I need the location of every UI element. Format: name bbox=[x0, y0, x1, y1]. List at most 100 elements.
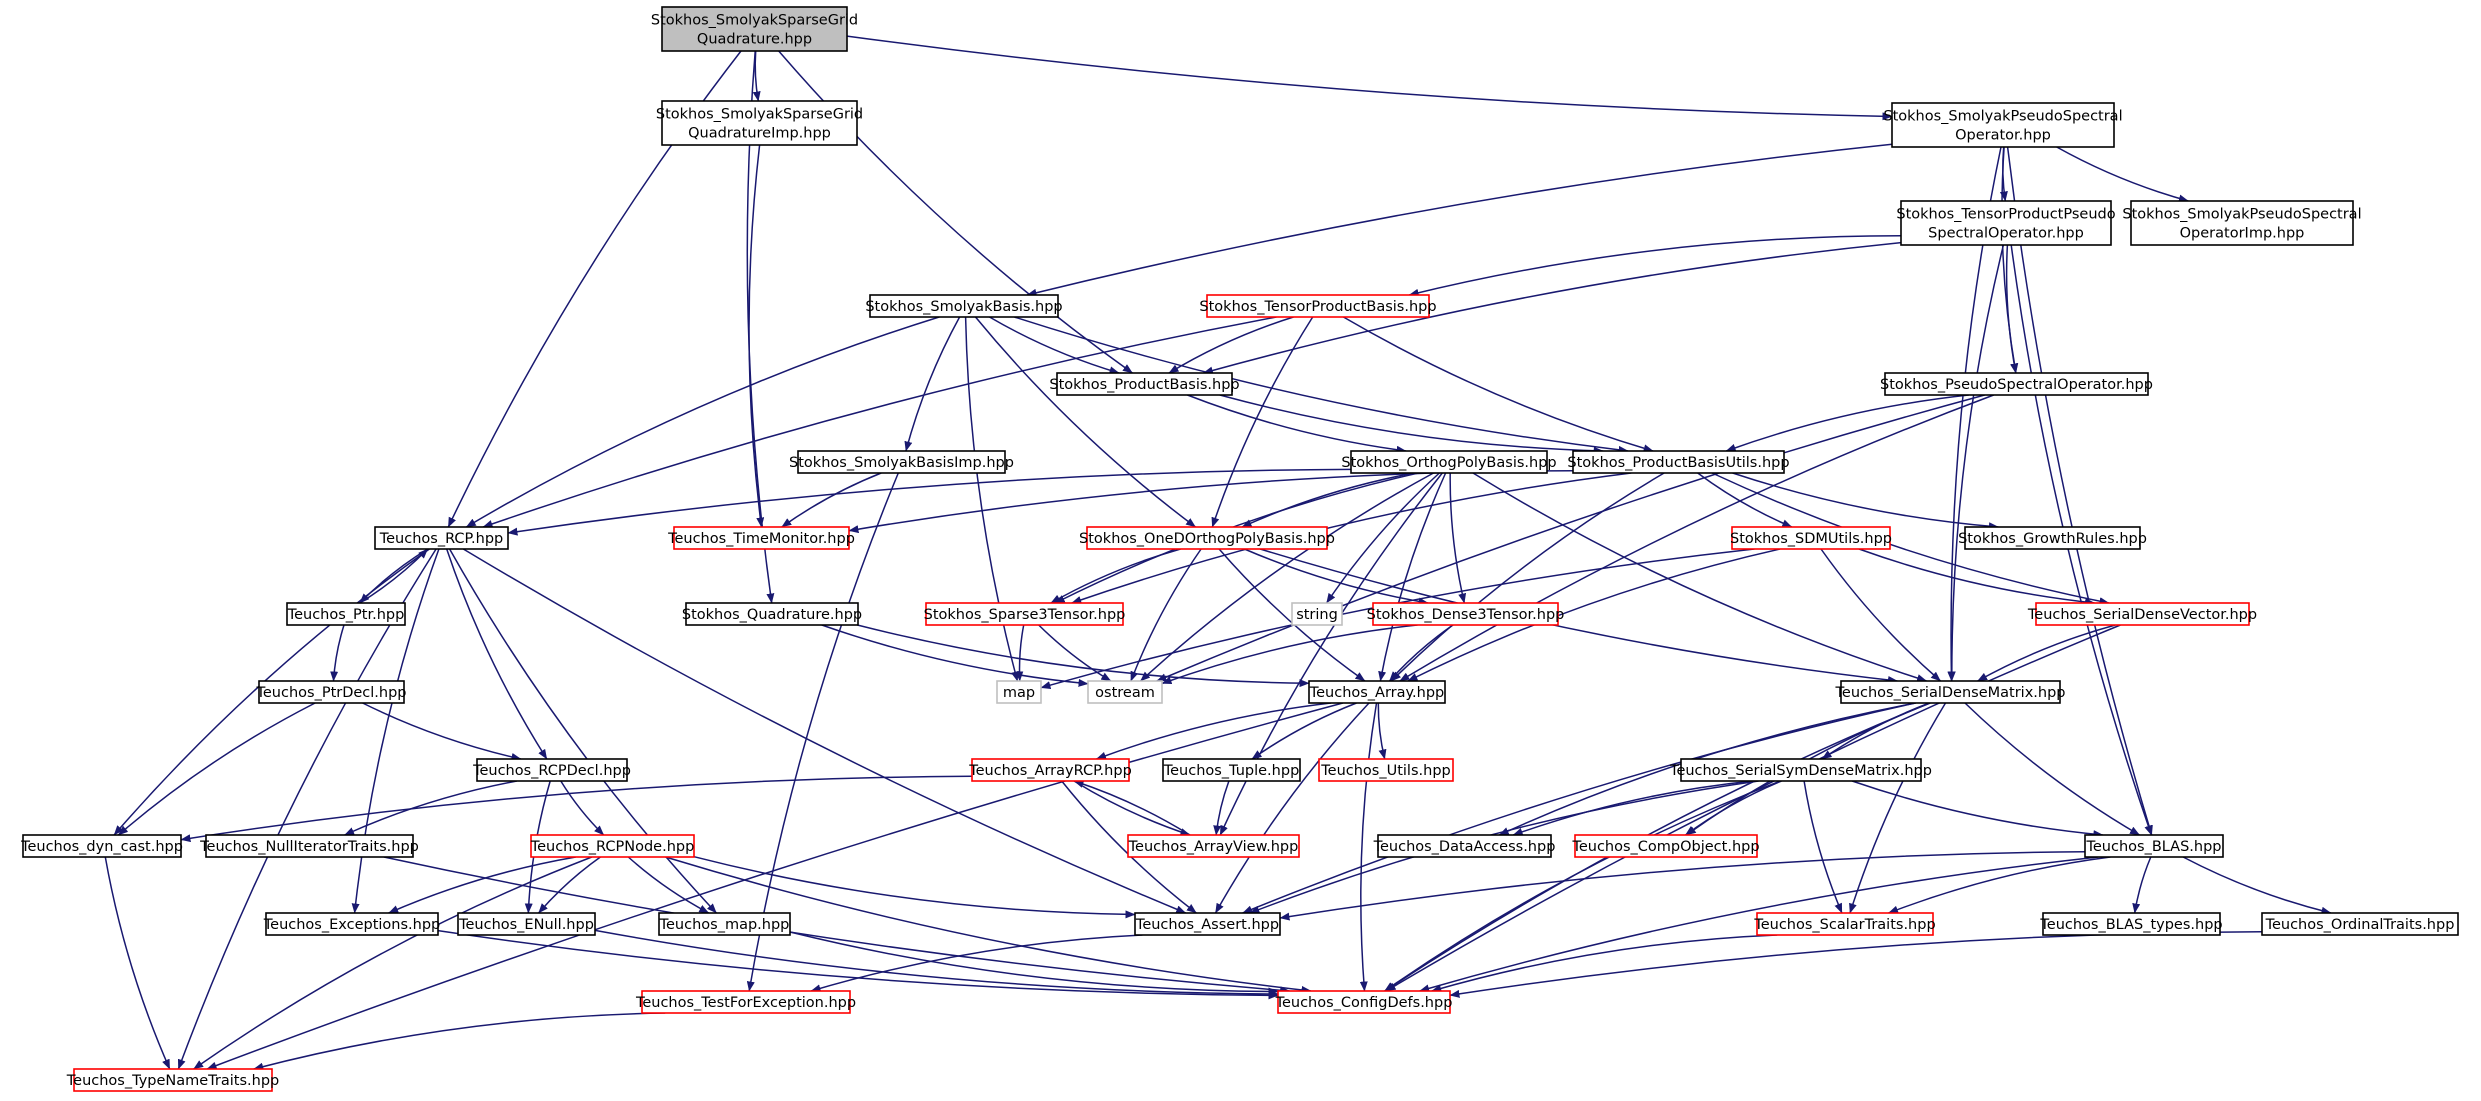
edge-arcp-to-av bbox=[1073, 780, 1191, 836]
node-box bbox=[1086, 526, 1328, 550]
edge-tpps-to-tpb bbox=[1408, 234, 1902, 297]
node-gr[interactable]: Stokhos_GrowthRules.hpp bbox=[1958, 526, 2147, 550]
node-blas[interactable]: Teuchos_BLAS.hpp bbox=[2084, 834, 2224, 858]
node-tmap[interactable]: Teuchos_map.hpp bbox=[658, 912, 791, 936]
node-tpb[interactable]: Stokhos_TensorProductBasis.hpp bbox=[1199, 294, 1437, 318]
node-av[interactable]: Teuchos_ArrayView.hpp bbox=[1127, 834, 1300, 858]
node-ssdm[interactable]: Teuchos_SerialSymDenseMatrix.hpp bbox=[1669, 758, 1932, 782]
edge-rcp-to-exc bbox=[351, 548, 440, 914]
edge-d3t-to-ostream bbox=[1161, 624, 1418, 685]
node-d3t[interactable]: Stokhos_Dense3Tensor.hpp bbox=[1367, 602, 1565, 626]
node-box bbox=[1756, 912, 1934, 936]
node-enull[interactable]: Teuchos_ENull.hpp bbox=[457, 912, 596, 936]
edge-pb-to-pbu bbox=[1219, 394, 1604, 455]
edge-sgqi-to-tm bbox=[748, 144, 765, 528]
node-rcpdecl[interactable]: Teuchos_RCPDecl.hpp bbox=[472, 758, 631, 782]
edge-ptr-to-ptrdecl bbox=[330, 624, 345, 682]
node-label: Teuchos_dyn_cast.hpp bbox=[20, 839, 183, 855]
node-label: Teuchos_ScalarTraits.hpp bbox=[1753, 917, 1935, 933]
node-box bbox=[1574, 834, 1758, 858]
edge-opb-to-ostream bbox=[1139, 472, 1434, 682]
edge-rcpnode-to-cd bbox=[665, 856, 1312, 994]
node-pbu[interactable]: Stokhos_ProductBasisUtils.hpp bbox=[1567, 450, 1790, 474]
node-ptr[interactable]: Teuchos_Ptr.hpp bbox=[286, 602, 406, 626]
node-box bbox=[374, 526, 509, 550]
node-label: Teuchos_SerialDenseMatrix.hpp bbox=[1835, 685, 2066, 701]
node-tfe[interactable]: Teuchos_TestForException.hpp bbox=[635, 990, 856, 1014]
node-spsoi[interactable]: Stokhos_SmolyakPseudoSpectralOperatorImp… bbox=[2122, 200, 2362, 246]
node-sdv[interactable]: Teuchos_SerialDenseVector.hpp bbox=[2027, 602, 2257, 626]
node-box bbox=[2042, 912, 2221, 936]
node-pso[interactable]: Stokhos_PseudoSpectralOperator.hpp bbox=[1880, 372, 2153, 396]
node-assert[interactable]: Teuchos_Assert.hpp bbox=[1134, 912, 1281, 936]
node-label: Stokhos_SmolyakBasisImp.hpp bbox=[789, 455, 1014, 471]
edge-pbu-to-sdmu bbox=[1697, 472, 1793, 528]
node-box bbox=[1277, 990, 1451, 1014]
node-sbasis[interactable]: Stokhos_SmolyakBasis.hpp bbox=[865, 294, 1063, 318]
node-pb[interactable]: Stokhos_ProductBasis.hpp bbox=[1049, 372, 1240, 396]
node-box bbox=[1308, 680, 1446, 704]
node-sdm[interactable]: Teuchos_SerialDenseMatrix.hpp bbox=[1835, 680, 2066, 704]
node-quad[interactable]: Stokhos_Quadrature.hpp bbox=[682, 602, 862, 626]
node-dyn[interactable]: Teuchos_dyn_cast.hpp bbox=[20, 834, 183, 858]
edge-pbu-to-tm bbox=[848, 469, 1574, 534]
edge-tpb-to-pb bbox=[1168, 316, 1294, 374]
node-ostream[interactable]: ostream bbox=[1087, 680, 1163, 704]
node-sbi[interactable]: Stokhos_SmolyakBasisImp.hpp bbox=[789, 450, 1014, 474]
node-label: Stokhos_OneDOrthogPolyBasis.hpp bbox=[1079, 531, 1335, 547]
node-label: Teuchos_ENull.hpp bbox=[458, 917, 594, 933]
node-label: Quadrature.hpp bbox=[697, 32, 812, 48]
node-box bbox=[1680, 758, 1922, 782]
node-label: Teuchos_BLAS.hpp bbox=[2085, 839, 2221, 855]
edge-sdm-to-da bbox=[1498, 702, 1916, 836]
node-arr[interactable]: Teuchos_Array.hpp bbox=[1308, 680, 1446, 704]
node-str[interactable]: string bbox=[1291, 602, 1343, 626]
node-st[interactable]: Teuchos_ScalarTraits.hpp bbox=[1753, 912, 1936, 936]
node-label: Stokhos_SmolyakPseudoSpectral bbox=[2122, 207, 2361, 223]
edge-opb-to-odopb bbox=[1241, 472, 1415, 528]
node-label: Teuchos_CompObject.hpp bbox=[1571, 839, 1759, 855]
node-sgqi[interactable]: Stokhos_SmolyakSparseGridQuadratureImp.h… bbox=[656, 100, 863, 146]
node-opb[interactable]: Stokhos_OrthogPolyBasis.hpp bbox=[1341, 450, 1557, 474]
edge-tfe-to-tnt bbox=[253, 1012, 666, 1071]
node-label: Stokhos_SmolyakSparseGrid bbox=[656, 107, 863, 123]
node-odopb[interactable]: Stokhos_OneDOrthogPolyBasis.hpp bbox=[1079, 526, 1335, 550]
node-rcpnode[interactable]: Teuchos_RCPNode.hpp bbox=[530, 834, 695, 858]
edge-ssdm-to-da bbox=[1512, 780, 1753, 836]
node-nit[interactable]: Teuchos_NullIteratorTraits.hpp bbox=[199, 834, 419, 858]
node-arcp[interactable]: Teuchos_ArrayRCP.hpp bbox=[968, 758, 1132, 782]
node-rcp[interactable]: Teuchos_RCP.hpp bbox=[374, 526, 509, 550]
node-s3t[interactable]: Stokhos_Sparse3Tensor.hpp bbox=[924, 602, 1126, 626]
node-tnt[interactable]: Teuchos_TypeNameTraits.hpp bbox=[66, 1068, 279, 1092]
node-label: Teuchos_BLAS_types.hpp bbox=[2039, 917, 2222, 933]
node-tuple[interactable]: Teuchos_Tuple.hpp bbox=[1162, 758, 1301, 782]
node-label: Stokhos_Quadrature.hpp bbox=[682, 607, 862, 623]
node-spso[interactable]: Stokhos_SmolyakPseudoSpectralOperator.hp… bbox=[1883, 102, 2123, 148]
node-box bbox=[673, 526, 850, 550]
node-label: Stokhos_ProductBasisUtils.hpp bbox=[1567, 455, 1789, 471]
node-ptrdecl[interactable]: Teuchos_PtrDecl.hpp bbox=[255, 680, 407, 704]
node-box bbox=[1350, 450, 1548, 474]
node-sdmu[interactable]: Stokhos_SDMUtils.hpp bbox=[1730, 526, 1892, 550]
node-cd[interactable]: Teuchos_ConfigDefs.hpp bbox=[1275, 990, 1453, 1014]
node-co[interactable]: Teuchos_CompObject.hpp bbox=[1571, 834, 1760, 858]
edge-s3t-to-map bbox=[1015, 624, 1025, 682]
edge-ptrdecl-to-dyn bbox=[117, 702, 316, 836]
edge-sgq-to-spso bbox=[846, 35, 1893, 121]
node-tm[interactable]: Teuchos_TimeMonitor.hpp bbox=[667, 526, 855, 550]
node-tpps[interactable]: Stokhos_TensorProductPseudoSpectralOpera… bbox=[1896, 200, 2116, 246]
node-blast[interactable]: Teuchos_BLAS_types.hpp bbox=[2039, 912, 2223, 936]
edge-sdmu-to-sdv bbox=[1858, 548, 2095, 606]
node-label: Teuchos_RCP.hpp bbox=[379, 531, 504, 547]
node-utils[interactable]: Teuchos_Utils.hpp bbox=[1318, 758, 1454, 782]
node-exc[interactable]: Teuchos_Exceptions.hpp bbox=[263, 912, 440, 936]
node-map[interactable]: map bbox=[996, 680, 1042, 704]
edge-sbasis-to-pbu bbox=[1014, 316, 1629, 454]
node-da[interactable]: Teuchos_DataAccess.hpp bbox=[1373, 834, 1556, 858]
edge-odopb-to-sdm bbox=[1259, 548, 1898, 684]
edge-rcpdecl-to-rcpnode bbox=[560, 780, 605, 836]
node-label: Stokhos_TensorProductPseudo bbox=[1896, 207, 2115, 223]
node-ot[interactable]: Teuchos_OrdinalTraits.hpp bbox=[2261, 912, 2459, 936]
